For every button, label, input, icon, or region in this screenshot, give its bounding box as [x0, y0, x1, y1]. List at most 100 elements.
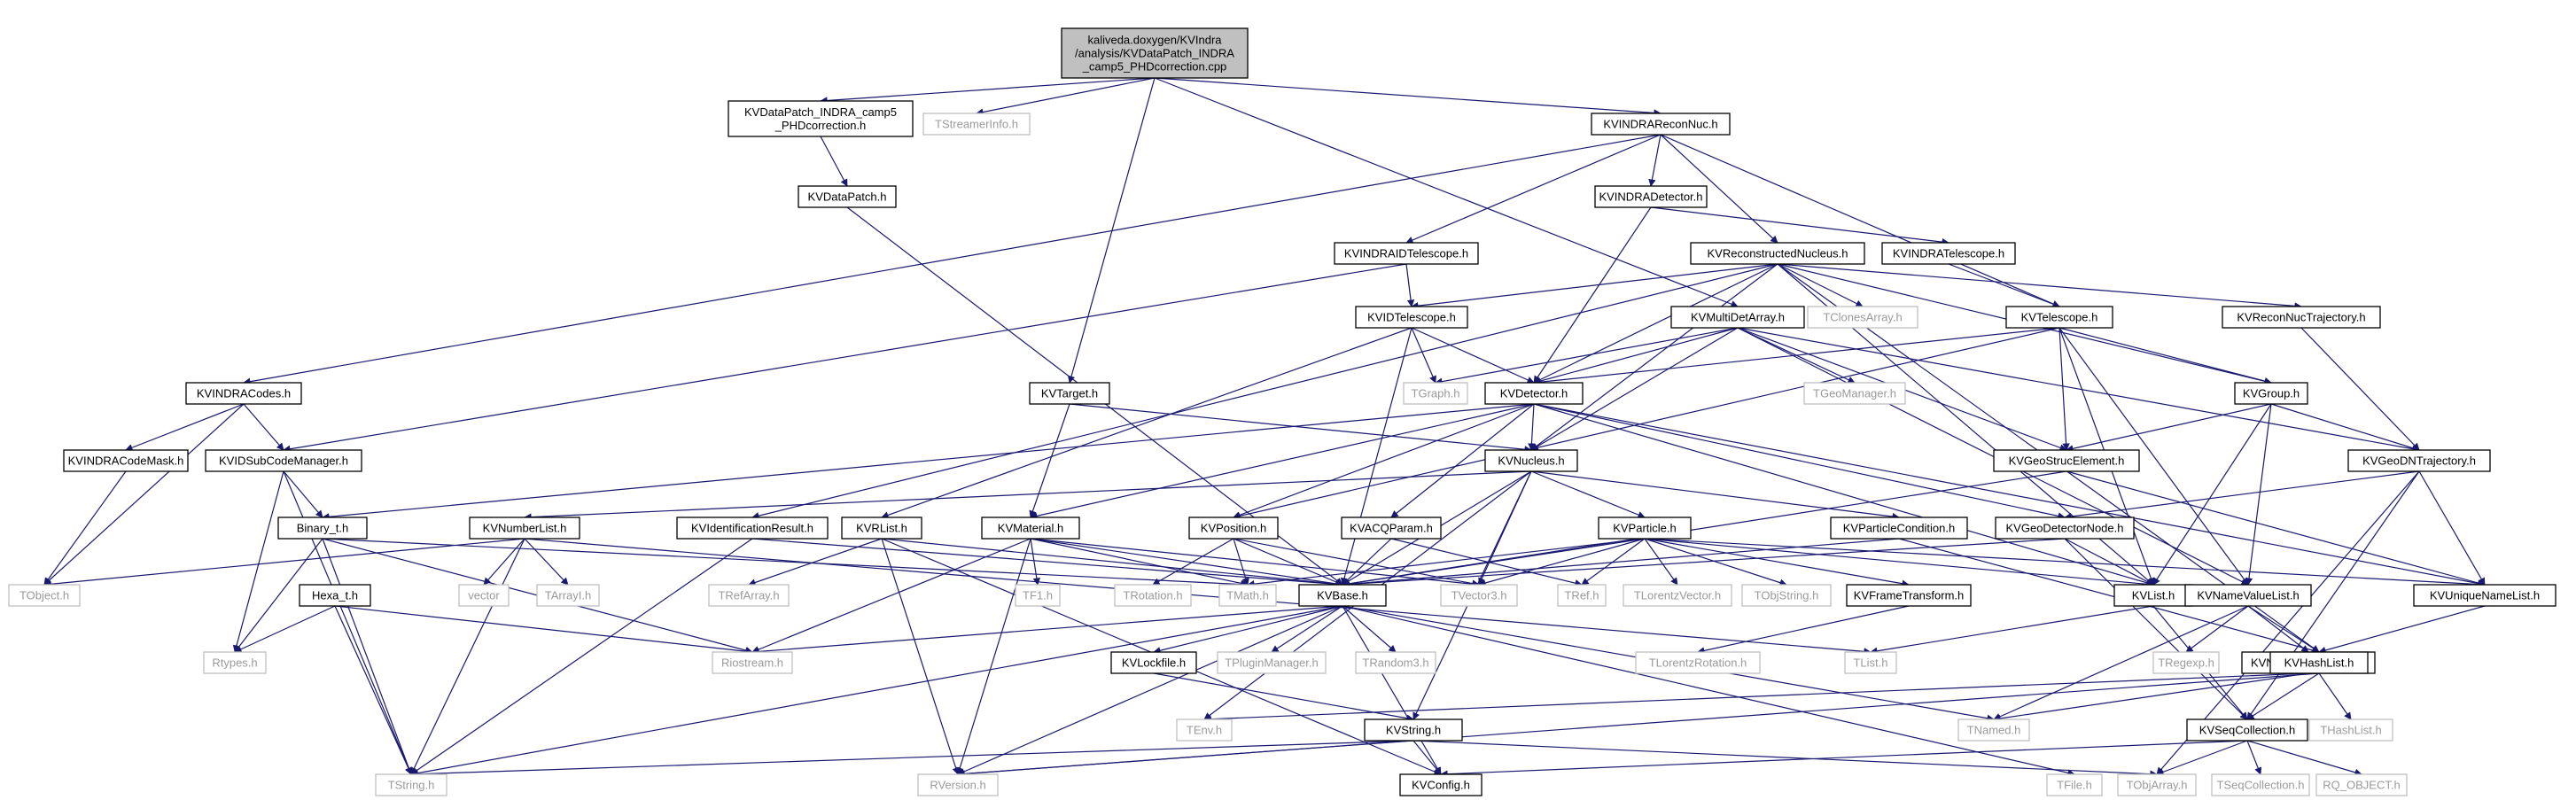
node-acq[interactable]: KVACQParam.h [1341, 517, 1442, 540]
node-hexa[interactable]: Hexa_t.h [299, 584, 371, 607]
node-telescope[interactable]: KVTelescope.h [2005, 306, 2113, 329]
node-box [185, 382, 302, 405]
node-box [458, 584, 510, 607]
node-datapatch[interactable]: KVDataPatch.h [798, 185, 897, 208]
node-idres[interactable]: KVIdentificationResult.h [676, 517, 829, 540]
node-base[interactable]: KVBase.h [1298, 584, 1387, 607]
node-position[interactable]: KVPosition.h [1188, 517, 1279, 540]
edge-binary-to-tstring [322, 538, 413, 775]
node-box [2184, 584, 2312, 607]
node-box [1594, 185, 1708, 208]
node-subcode[interactable]: KVIDSubCodeManager.h [205, 449, 362, 472]
node-uniqlist[interactable]: KVUniqueNameList.h [2413, 584, 2557, 607]
node-trandom3: TRandom3.h [1355, 651, 1436, 674]
node-tobjstring: TObjString.h [1741, 584, 1832, 607]
node-box [1844, 651, 1897, 674]
edge-multidet-to-nucleus [1530, 327, 1739, 451]
node-label: KVUniqueNameList.h [2430, 589, 2540, 602]
node-seqcoll[interactable]: KVSeqCollection.h [2186, 718, 2308, 742]
node-binary[interactable]: Binary_t.h [277, 517, 368, 540]
node-label: TRandom3.h [1362, 656, 1428, 670]
node-tref: TRef.h [1557, 584, 1607, 607]
node-rqobject: RQ_OBJECT.h [2315, 773, 2408, 796]
node-box [536, 584, 600, 607]
node-box [728, 100, 914, 137]
edge-nvlist-to-namedpar [2247, 605, 2309, 653]
node-label: _PHDcorrection.h [774, 119, 867, 132]
node-indracodes[interactable]: KVINDRACodes.h [185, 382, 302, 405]
node-geostruc[interactable]: KVGeoStrucElement.h [1993, 449, 2140, 472]
edge-telescope-to-geostruc [2058, 327, 2070, 451]
node-rntraj[interactable]: KVReconNucTrajectory.h [2222, 306, 2381, 329]
edge-reconstr-to-idres [751, 263, 1778, 520]
node-box [8, 584, 81, 607]
node-multidet[interactable]: KVMultiDetArray.h [1670, 306, 1805, 329]
node-group[interactable]: KVGroup.h [2234, 382, 2308, 405]
node-trefarray: TRefArray.h [708, 584, 790, 607]
node-geonode[interactable]: KVGeoDetectorNode.h [1995, 517, 2135, 540]
edge-idtel-to-rlist [881, 327, 1413, 519]
edge-position-to-trotation [1152, 538, 1234, 586]
edge-acq-to-tref [1390, 538, 1583, 587]
node-trotation: TRotation.h [1114, 584, 1192, 607]
node-partcond[interactable]: KVParticleCondition.h [1830, 517, 1968, 540]
node-label: KVList.h [2132, 589, 2175, 602]
node-reconnuc[interactable]: KVINDRAReconNuc.h [1591, 113, 1731, 136]
node-box [2005, 306, 2113, 329]
node-box [2308, 718, 2393, 742]
node-indraidtel[interactable]: KVINDRAIDTelescope.h [1334, 242, 1479, 265]
node-box [1598, 517, 1692, 540]
node-frametr[interactable]: KVFrameTransform.h [1846, 584, 1972, 607]
node-label: KVGeoDNTrajectory.h [2362, 454, 2476, 468]
node-kvlist[interactable]: KVList.h [2113, 584, 2193, 607]
node-kvstring[interactable]: KVString.h [1364, 718, 1463, 742]
node-particle[interactable]: KVParticle.h [1598, 517, 1692, 540]
edge-geonode-to-base [1342, 538, 2066, 588]
node-indratel[interactable]: KVINDRATelescope.h [1881, 242, 2016, 265]
node-box [1993, 449, 2140, 472]
edge-base-to-tfile [1342, 605, 2075, 777]
node-material[interactable]: KVMaterial.h [981, 517, 1080, 540]
node-box [1176, 718, 1233, 742]
edge-idtel-to-detector [1411, 327, 1535, 384]
node-box [1403, 382, 1468, 405]
edge-reconstr-to-idtel [1411, 263, 1778, 310]
edge-codemask-to-tobject [43, 470, 127, 586]
edge-reconstr-to-nucleus [1530, 263, 1778, 451]
file-nodes: kaliveda.doxygen/KVIndra/analysis/KVData… [8, 27, 2557, 796]
node-indradet[interactable]: KVINDRADetector.h [1594, 185, 1708, 208]
edge-multidet-to-nvlist [1737, 327, 2249, 586]
node-label: KVIDTelescope.h [1367, 311, 1456, 324]
node-label: /analysis/KVDataPatch_INDRA [1075, 47, 1234, 60]
edge-particle-to-tmath [1247, 538, 1646, 588]
node-kvconfig[interactable]: KVConfig.h [1399, 773, 1483, 796]
node-label: KVINDRAReconNuc.h [1603, 118, 1717, 131]
node-box [798, 185, 897, 208]
node-reconstr[interactable]: KVReconstructedNucleus.h [1690, 242, 1865, 265]
node-hashlist[interactable]: KVHashList.h [2269, 651, 2369, 674]
edge-telescope-to-nvlist [2058, 327, 2249, 586]
node-label: KVACQParam.h [1350, 522, 1433, 535]
node-label: TEnv.h [1187, 724, 1222, 737]
edge-patchH-to-datapatch [820, 136, 848, 187]
node-numlist[interactable]: KVNumberList.h [469, 517, 580, 540]
node-nucleus[interactable]: KVNucleus.h [1484, 449, 1578, 472]
edge-kvstring-to-tstring [410, 740, 1414, 778]
node-detector[interactable]: KVDetector.h [1484, 382, 1584, 405]
node-codemask[interactable]: KVINDRACodeMask.h [63, 449, 189, 472]
node-tplugin: TPluginManager.h [1217, 651, 1327, 674]
node-lockfile[interactable]: KVLockfile.h [1110, 651, 1197, 674]
node-patchH[interactable]: KVDataPatch_INDRA_camp5_PHDcorrection.h [728, 100, 914, 137]
edge-namedpar-to-tenv [1203, 672, 2309, 723]
node-idtel[interactable]: KVIDTelescope.h [1355, 306, 1468, 329]
node-geodntraj[interactable]: KVGeoDNTrajectory.h [2347, 449, 2491, 472]
edge-uniqlist-to-hashlist [2318, 605, 2486, 655]
edge-detector-to-binary [322, 403, 1535, 521]
node-nvlist[interactable]: KVNameValueList.h [2184, 584, 2312, 607]
node-rlist[interactable]: KVRList.h [841, 517, 922, 540]
node-tlorentz: TLorentzVector.h [1623, 584, 1732, 607]
edge-multidet-to-tgeoman [1737, 327, 1856, 384]
node-target[interactable]: KVTarget.h [1029, 382, 1110, 405]
node-rversion: RVersion.h [917, 773, 999, 796]
